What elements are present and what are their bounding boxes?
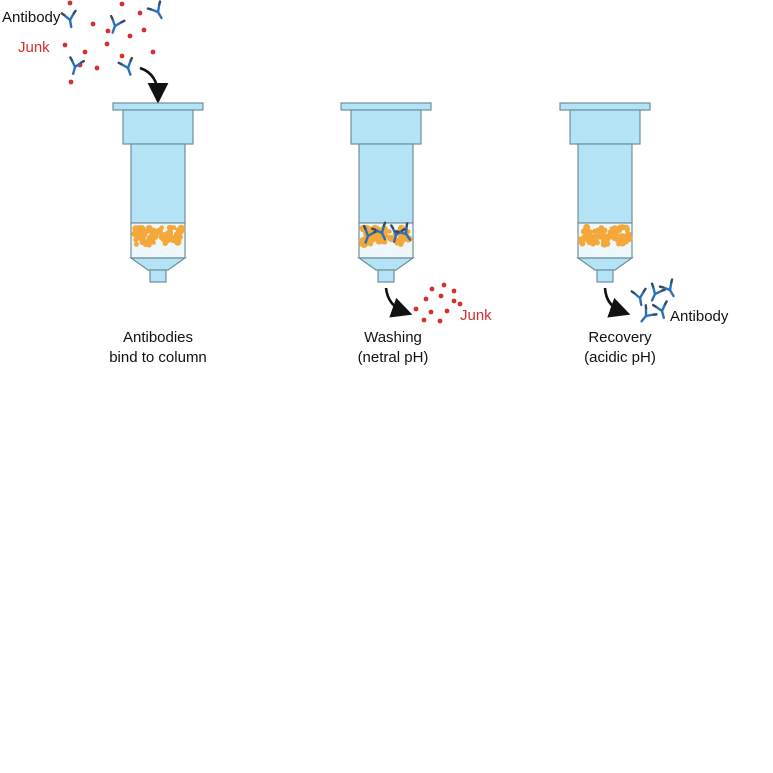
resin-bead [177, 234, 183, 240]
resin-bead [171, 225, 177, 230]
resin-bead [592, 228, 598, 234]
resin-bead [587, 229, 594, 235]
junk-particle [68, 79, 74, 85]
resin-bead [583, 223, 591, 232]
resin-bead [166, 224, 173, 231]
resin-bead [612, 225, 618, 231]
resin-bead [585, 237, 593, 245]
resin-bead [613, 231, 619, 237]
resin-bead [625, 231, 632, 238]
input-particles [60, 0, 169, 85]
junk-particle [119, 53, 125, 59]
wash-arrow-icon [384, 287, 413, 318]
resin-bead [604, 236, 611, 243]
resin-bead [598, 225, 605, 232]
junk-output-dots [413, 282, 463, 324]
junk-particle [137, 10, 143, 16]
load-arrow-icon [139, 66, 169, 104]
resin-bead [133, 241, 139, 247]
resin-bead [579, 240, 586, 247]
junk-input-label: Junk [18, 39, 50, 56]
resin-bead [591, 233, 598, 240]
junk-particle [150, 49, 156, 55]
column-2 [340, 102, 432, 283]
junk-particle [90, 21, 96, 27]
resin-bead [142, 239, 150, 247]
resin-bead [133, 229, 139, 234]
step-3-caption-line1: Recovery [588, 329, 652, 346]
resin-bead [387, 234, 395, 242]
column-3 [559, 102, 651, 283]
junk-particle [67, 0, 73, 6]
junk-particle [105, 28, 111, 34]
junk-particle [62, 42, 68, 48]
antibody-particle-icon [146, 0, 169, 23]
resin-bead [617, 227, 623, 232]
antibody-output-label: Antibody [670, 308, 729, 325]
step-2-caption-line2: (netral pH) [358, 349, 429, 366]
antibody-particle-icon [60, 9, 80, 30]
step-1-caption-line2: bind to column [109, 349, 207, 366]
resin-bead [397, 236, 405, 244]
step-3-caption-line2: (acidic pH) [584, 349, 656, 366]
antibody-particle-icon [117, 56, 139, 79]
junk-particle [94, 65, 100, 71]
resin-bead [177, 227, 184, 235]
junk-particle [82, 49, 88, 55]
resin-bead [156, 227, 163, 235]
resin-bead [359, 237, 366, 244]
column-1 [112, 102, 204, 283]
resin-bead [166, 229, 174, 236]
junk-particle [104, 41, 110, 47]
resin-bead [625, 226, 630, 232]
antibody-input-label: Antibody [2, 9, 61, 26]
resin-bead [158, 233, 167, 241]
resin-bead [149, 236, 156, 242]
resin-bead [621, 235, 628, 242]
resin-bead [592, 238, 600, 246]
resin-bead [604, 240, 611, 247]
step-2-caption-line1: Washing [364, 329, 422, 346]
junk-particle [119, 1, 125, 7]
resin-beads-1 [131, 224, 186, 248]
resin-bead [616, 241, 621, 247]
resin-bead [387, 229, 392, 234]
resin-bead [136, 234, 143, 241]
junk-output-label: Junk [460, 307, 492, 324]
resin-bead [374, 232, 381, 239]
junk-particle [127, 33, 133, 39]
resin-bead [597, 234, 602, 240]
resin-bead [142, 230, 148, 235]
step-1-caption-line1: Antibodies [123, 329, 193, 346]
resin-beads-3 [577, 223, 633, 248]
recovery-arrow-icon [603, 287, 631, 318]
junk-particle [141, 27, 147, 33]
resin-bead [375, 238, 383, 245]
resin-bead [145, 225, 153, 233]
